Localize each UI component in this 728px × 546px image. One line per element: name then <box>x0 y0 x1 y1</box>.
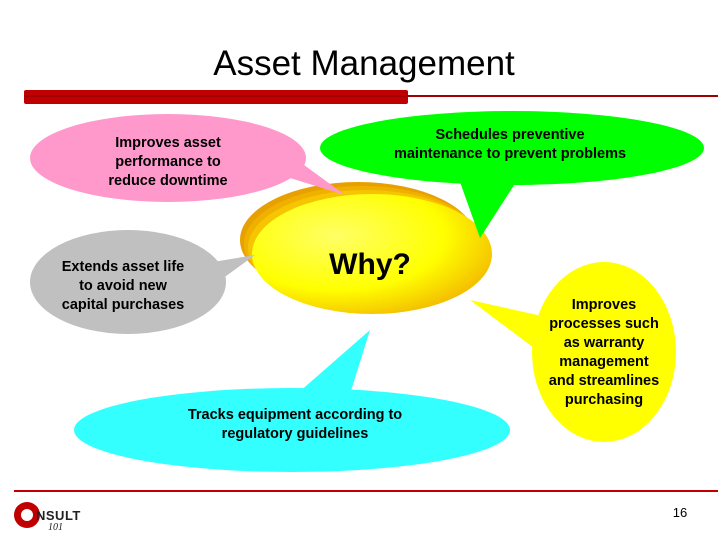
footer-line <box>14 490 718 492</box>
why-label: Why? <box>329 248 411 281</box>
callout-green <box>320 111 704 238</box>
logo-sub: 101 <box>48 522 63 533</box>
why-ellipse <box>252 194 492 314</box>
title-underline-line <box>24 95 718 97</box>
callout-cyan <box>74 330 510 472</box>
bubble-text-performance: Improves asset performance to reduce dow… <box>108 135 228 189</box>
callout-gray <box>30 230 255 334</box>
slide-title: Asset Management <box>213 44 515 83</box>
logo-word: NSULT <box>36 508 81 523</box>
bubble-text-processes: Improves processes such as warranty mana… <box>548 297 660 408</box>
bubble-text-asset-life: Extends asset life to avoid new capital … <box>61 259 185 313</box>
bubble-text-regulatory: Tracks equipment according to regulatory… <box>187 407 403 442</box>
callout-pink <box>30 114 345 202</box>
page-number: 16 <box>672 505 688 520</box>
title-underline-bar <box>24 90 408 104</box>
bubble-text-maintenance: Schedules preventive maintenance to prev… <box>393 127 627 162</box>
consult-logo: NSULT 101 <box>14 500 94 540</box>
logo-o-icon <box>14 502 40 528</box>
callout-yellow <box>470 262 676 442</box>
